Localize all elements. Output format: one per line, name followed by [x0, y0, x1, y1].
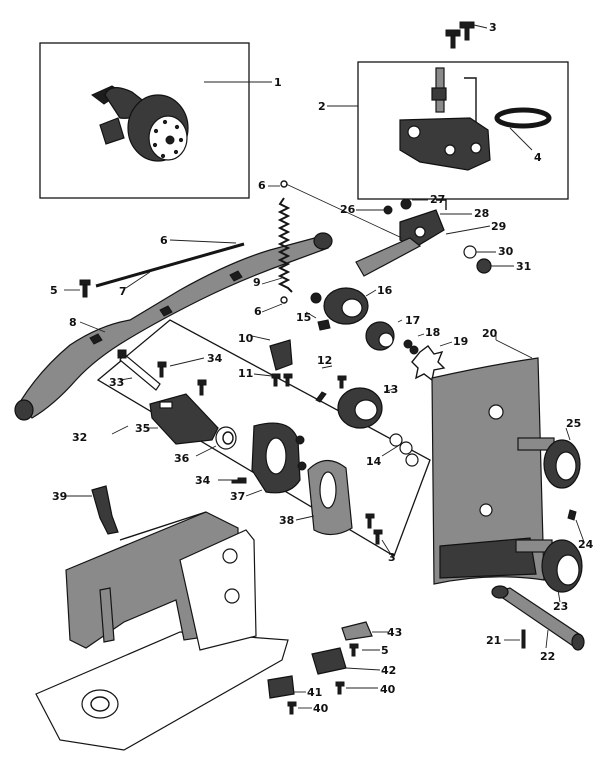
part-label-9: 9 [253, 276, 261, 289]
part-10-bracket [251, 335, 293, 371]
part-5-screw [79, 279, 91, 298]
part-label-14: 14 [366, 455, 382, 468]
part-label-43: 43 [387, 626, 403, 639]
part-label-39: 39 [52, 490, 68, 503]
part-42-feed-dog [311, 647, 381, 675]
part-label-40-b: 40 [313, 702, 329, 715]
part-35-bracket [146, 393, 219, 445]
part-label-20: 20 [482, 327, 498, 340]
part-22-shaft [491, 585, 585, 651]
part-3-screws [365, 513, 383, 545]
part-36-bushing [195, 426, 237, 457]
part-label-1: 1 [274, 76, 282, 89]
part-label-10: 10 [238, 332, 254, 345]
part-28-29-presser-assembly [285, 183, 514, 277]
part-40-screws [287, 681, 345, 715]
part-box-1-motor [39, 42, 272, 199]
part-label-3-b: 3 [388, 551, 396, 564]
part-label-25: 25 [566, 417, 582, 430]
part-label-37: 37 [230, 490, 246, 503]
part-label-36: 36 [174, 452, 190, 465]
part-12-pin [315, 375, 347, 403]
part-label-16: 16 [377, 284, 393, 297]
part-label-38: 38 [279, 514, 295, 527]
part-label-26: 26 [340, 203, 356, 216]
part-label-41: 41 [307, 686, 323, 699]
part-16-tension-unit [305, 287, 377, 331]
part-label-34: 34 [207, 352, 223, 365]
part-label-21: 21 [486, 634, 502, 647]
part-label-35: 35 [135, 422, 151, 435]
part-label-2: 2 [318, 100, 326, 113]
part-label-7: 7 [119, 285, 127, 298]
part-14-washers [381, 433, 419, 467]
part-label-42: 42 [381, 664, 397, 677]
machine-body [35, 511, 289, 751]
part-label-6: 6 [258, 179, 266, 192]
part-label-15: 15 [296, 311, 312, 324]
part-label-5-b: 5 [381, 644, 389, 657]
part-label-23: 23 [553, 600, 569, 613]
part-label-4: 4 [534, 151, 542, 164]
part-label-27: 27 [430, 193, 446, 206]
part-label-6-b: 6 [160, 234, 168, 247]
part-17-collar [365, 319, 453, 382]
part-label-17: 17 [405, 314, 421, 327]
part-25-handwheel [517, 427, 581, 489]
part-label-13: 13 [383, 383, 399, 396]
part-label-33: 33 [109, 376, 125, 389]
part-33-screw [117, 349, 161, 391]
part-38-plate [295, 459, 353, 536]
part-label-31: 31 [516, 260, 532, 273]
part-label-22: 22 [540, 650, 556, 663]
part-9-spring [261, 180, 293, 313]
part-7-rod [95, 239, 245, 289]
part-23-flywheel [515, 509, 585, 603]
part-box-2-bracket [327, 21, 569, 200]
part-32-hook-region [96, 319, 431, 557]
part-8-arm-shaft [14, 232, 333, 421]
part-label-6-c: 6 [254, 305, 262, 318]
part-label-24: 24 [578, 538, 594, 551]
part-label-29: 29 [491, 220, 507, 233]
part-41-slide [267, 675, 306, 699]
part-label-40: 40 [380, 683, 396, 696]
part-label-11: 11 [238, 367, 254, 380]
part-label-18: 18 [425, 326, 441, 339]
part-13-presser [337, 387, 397, 429]
part-37-hook [245, 422, 307, 497]
part-label-28: 28 [474, 207, 490, 220]
part-label-30: 30 [498, 245, 514, 258]
part-5-screw-lower [349, 643, 359, 657]
part-label-19: 19 [453, 335, 469, 348]
part-label-32: 32 [72, 431, 88, 444]
part-43-clip [341, 621, 388, 641]
part-20-side-panel [431, 335, 545, 585]
part-39-needle-clamp [66, 485, 119, 535]
part-label-34-b: 34 [195, 474, 211, 487]
part-label-12: 12 [317, 354, 333, 367]
part-label-8: 8 [69, 316, 77, 329]
part-label-3: 3 [489, 21, 497, 34]
part-label-5: 5 [50, 284, 58, 297]
